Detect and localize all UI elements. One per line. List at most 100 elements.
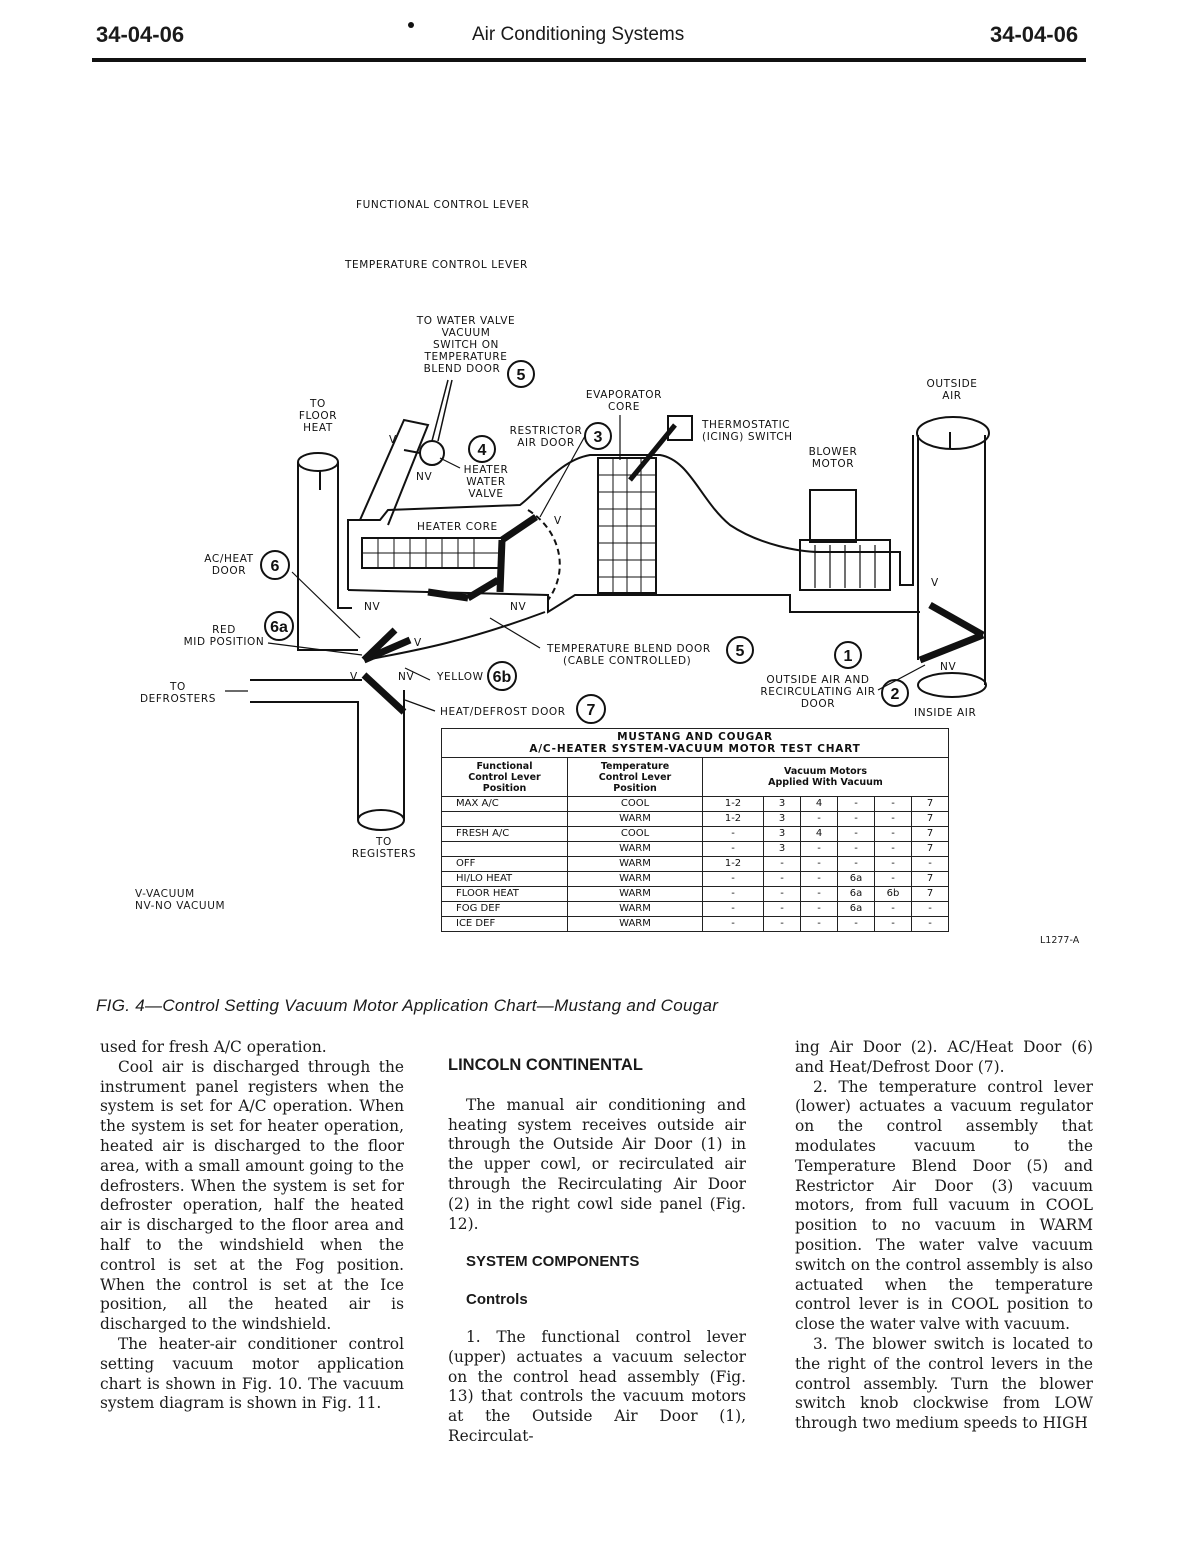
chart-cell-motor: - xyxy=(800,871,838,887)
subsection-heading: SYSTEM COMPONENTS xyxy=(466,1253,640,1271)
chart-title: MUSTANG AND COUGAR A/C-HEATER SYSTEM-VAC… xyxy=(441,728,949,758)
no-vacuum-tag: NV xyxy=(364,601,380,613)
water-valve-line-5: BLEND DOOR xyxy=(424,363,501,375)
vacuum-tag: V xyxy=(389,434,397,446)
text-column-2: LINCOLN CONTINENTAL The manual air condi… xyxy=(448,1056,746,1447)
chart-cell-motor: 7 xyxy=(911,841,949,857)
chart-cell-temperature: COOL xyxy=(567,796,703,812)
chart-cell-motor: 6b xyxy=(874,886,912,902)
callout-6a: 6a xyxy=(270,619,288,636)
section-heading: LINCOLN CONTINENTAL xyxy=(448,1056,643,1074)
header-rule xyxy=(92,58,1086,62)
chart-cell-function: ICE DEF xyxy=(441,916,568,932)
section-title: Air Conditioning Systems xyxy=(472,24,685,45)
temperature-lever-label: TEMPERATURE CONTROL LEVER xyxy=(344,259,528,271)
chart-cell-motor: 7 xyxy=(911,886,949,902)
vacuum-tag: V xyxy=(554,515,562,527)
vacuum-tag: V xyxy=(414,637,422,649)
chart-cell-motor: - xyxy=(702,916,764,932)
vacuum-tag: V xyxy=(350,671,358,683)
chart-cell-motor: 7 xyxy=(911,811,949,827)
chart-cell-temperature: WARM xyxy=(567,841,703,857)
chart-cell-motor: 7 xyxy=(911,871,949,887)
chart-cell-motor: - xyxy=(800,901,838,917)
no-vacuum-tag: NV xyxy=(510,601,526,613)
chart-cell-motor: - xyxy=(763,871,801,887)
chart-cell-motor: 3 xyxy=(763,841,801,857)
chart-cell-motor: - xyxy=(763,856,801,872)
chart-cell-motor: - xyxy=(702,871,764,887)
chart-cell-temperature: COOL xyxy=(567,826,703,842)
water-valve-line-3: SWITCH ON xyxy=(433,339,499,351)
chart-cell-motor: - xyxy=(874,916,912,932)
vacuum-system-diagram: FUNCTIONAL CONTROL LEVER TEMPERATURE CON… xyxy=(140,199,990,860)
blower-line-2: MOTOR xyxy=(812,458,854,470)
defrosters-line-2: DEFROSTERS xyxy=(140,693,216,705)
vacuum-legend: V-VACUUM NV-NO VACUUM xyxy=(135,888,226,912)
chart-cell-temperature: WARM xyxy=(567,871,703,887)
restrictor-line-1: RESTRICTOR xyxy=(510,425,583,437)
paragraph: used for fresh A/C operation. xyxy=(100,1038,327,1056)
chart-cell-motor: 7 xyxy=(911,796,949,812)
floor-heat-line-3: HEAT xyxy=(303,422,333,434)
chart-cell-motor: - xyxy=(800,916,838,932)
chart-cell-motor: 6a xyxy=(837,901,875,917)
defrosters-line-1: TO xyxy=(169,681,186,693)
chart-cell-motor: - xyxy=(874,811,912,827)
no-vacuum-tag: NV xyxy=(416,471,432,483)
blower-line-1: BLOWER xyxy=(809,446,858,458)
heater-valve-line-1: HEATER xyxy=(464,464,509,476)
chart-cell-temperature: WARM xyxy=(567,886,703,902)
chart-cell-motor: - xyxy=(874,871,912,887)
chart-cell-motor: - xyxy=(702,826,764,842)
callout-3: 3 xyxy=(594,429,603,446)
registers-line-1: TO xyxy=(375,836,392,848)
chart-cell-motor: - xyxy=(837,916,875,932)
chart-cell-motor: - xyxy=(911,856,949,872)
chart-cell-temperature: WARM xyxy=(567,811,703,827)
chart-row: WARM-3---7 xyxy=(441,841,949,857)
chart-cell-motor: - xyxy=(702,901,764,917)
chart-cell-motor: - xyxy=(874,856,912,872)
functional-lever-label: FUNCTIONAL CONTROL LEVER xyxy=(356,199,530,211)
chart-cell-function xyxy=(441,841,568,857)
callout-2: 2 xyxy=(891,686,900,703)
chart-cell-function: FLOOR HEAT xyxy=(441,886,568,902)
recirc-door-line-2: RECIRCULATING AIR xyxy=(760,686,875,698)
vacuum-motor-test-chart: MUSTANG AND COUGAR A/C-HEATER SYSTEM-VAC… xyxy=(441,728,949,932)
recirc-door-line-1: OUTSIDE AIR AND xyxy=(766,674,869,686)
paragraph: 2. The temperature control lever (lower)… xyxy=(795,1077,1093,1334)
floor-heat-line-1: TO xyxy=(309,398,326,410)
red-mid-line-2: MID POSITION xyxy=(184,636,265,648)
chart-cell-function: FRESH A/C xyxy=(441,826,568,842)
evaporator-line-2: CORE xyxy=(608,401,640,413)
chart-cell-motor: - xyxy=(800,856,838,872)
page-number-right: 34-04-06 xyxy=(990,22,1079,47)
chart-cell-function xyxy=(441,811,568,827)
chart-cell-motor: - xyxy=(800,886,838,902)
red-mid-line-1: RED xyxy=(212,624,236,636)
chart-cell-motor: 7 xyxy=(911,826,949,842)
chart-cell-motor: 3 xyxy=(763,826,801,842)
callout-1: 1 xyxy=(844,648,853,665)
chart-cell-motor: 6a xyxy=(837,886,875,902)
thermostatic-line-1: THERMOSTATIC xyxy=(701,419,790,431)
heater-core-label: HEATER CORE xyxy=(417,521,498,533)
paragraph: 3. The blower switch is located to the r… xyxy=(795,1334,1093,1433)
floor-heat-line-2: FLOOR xyxy=(299,410,337,422)
chart-cell-motor: - xyxy=(911,916,949,932)
controls-heading: Controls xyxy=(466,1291,528,1309)
chart-cell-motor: 4 xyxy=(800,796,838,812)
vacuum-tag: V xyxy=(931,577,939,589)
chart-cell-motor: - xyxy=(763,901,801,917)
thermostatic-line-2: (ICING) SWITCH xyxy=(702,431,793,443)
chart-cell-motor: - xyxy=(874,826,912,842)
chart-cell-motor: - xyxy=(837,841,875,857)
